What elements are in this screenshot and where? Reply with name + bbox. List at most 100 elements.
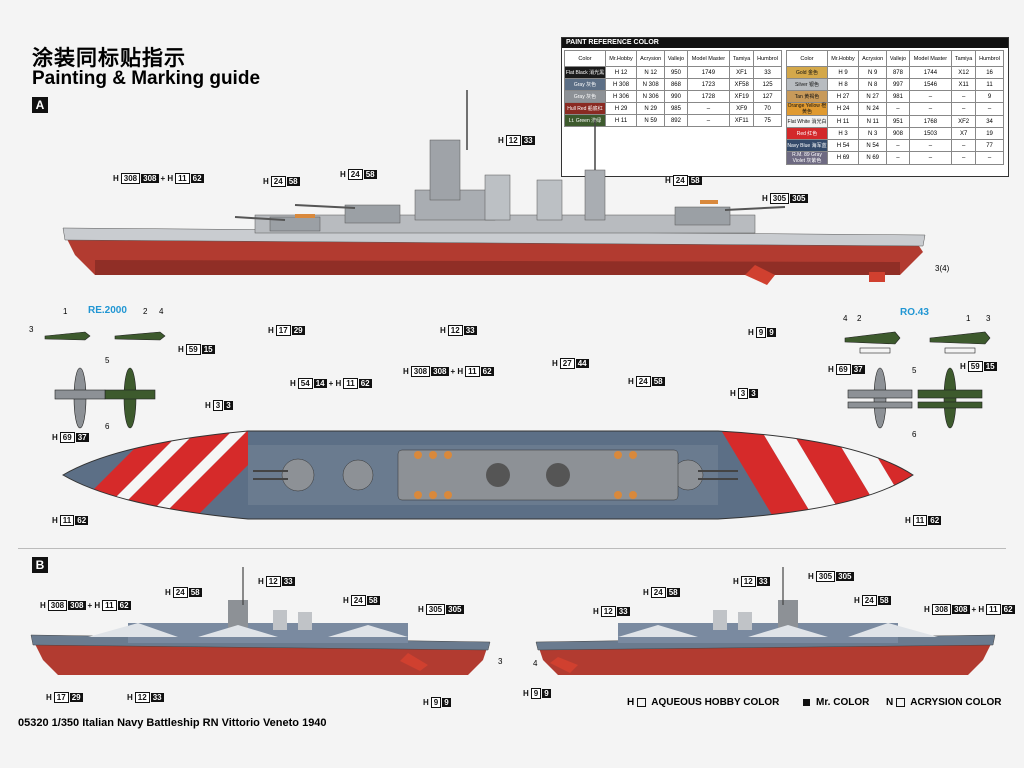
paint-code: 11 xyxy=(975,78,1004,91)
paint-code: 34 xyxy=(975,115,1004,128)
column-header: Tamiya xyxy=(951,50,977,67)
part-number: 2 xyxy=(143,307,148,316)
part-number: 5 xyxy=(912,366,917,375)
legend-mr: Mr. COLOR xyxy=(803,697,869,708)
paint-code: N 12 xyxy=(636,66,666,79)
paint-reference-heading: PAINT REFERENCE COLOR xyxy=(562,38,1008,48)
paint-code: – xyxy=(951,139,977,152)
part-number: 4 xyxy=(159,307,164,316)
paint-code: 19 xyxy=(975,127,1004,140)
paint-code: – xyxy=(975,102,1004,116)
legend-acrysion-label: ACRYSION COLOR xyxy=(910,697,1002,708)
column-header: Mr.Hobby xyxy=(604,50,638,67)
legend-hobby: H AQUEOUS HOBBY COLOR xyxy=(627,697,780,708)
column-header: Color xyxy=(786,50,828,67)
column-header: Tamiya xyxy=(729,50,755,67)
paint-code: X11 xyxy=(951,78,977,91)
paint-code: 75 xyxy=(753,114,782,127)
part-number: 3(4) xyxy=(935,264,950,273)
paint-code: H 12 xyxy=(604,66,638,79)
column-header: Model Master xyxy=(686,50,731,67)
paint-code: – xyxy=(975,151,1004,165)
paint-code: – xyxy=(951,90,977,103)
part-number: 4 xyxy=(533,659,538,668)
paint-code: X12 xyxy=(951,66,977,79)
column-header: Humbrol xyxy=(975,50,1004,67)
paint-code: N 9 xyxy=(858,66,888,79)
paint-code: 892 xyxy=(664,114,688,127)
part-number: 2 xyxy=(857,314,862,323)
hull-red xyxy=(65,235,923,275)
footer-caption: 05320 1/350 Italian Navy Battleship RN V… xyxy=(18,717,327,729)
legend-acrysion: N ACRYSION COLOR xyxy=(886,697,1002,708)
paint-code: 16 xyxy=(975,66,1004,79)
legend-mr-label: Mr. COLOR xyxy=(816,697,870,708)
paint-code: – xyxy=(951,102,977,116)
paint-code: 1749 xyxy=(686,66,731,79)
column-header: Acrysion xyxy=(858,50,888,67)
column-header: Model Master xyxy=(908,50,953,67)
paint-code: XF2 xyxy=(951,115,977,128)
column-header: Color xyxy=(564,50,606,67)
column-header: Humbrol xyxy=(753,50,782,67)
paint-code: 77 xyxy=(975,139,1004,152)
ship-top-view xyxy=(62,430,914,520)
paint-code: N 69 xyxy=(858,151,888,165)
part-number: 1 xyxy=(966,314,971,323)
part-number: 3 xyxy=(498,657,503,666)
paint-code: – xyxy=(886,151,910,165)
paint-code: 950 xyxy=(664,66,688,79)
paint-code: XF1 xyxy=(729,66,755,79)
column-header: Vallejo xyxy=(664,50,688,67)
plane-re2000-views xyxy=(44,331,166,429)
part-number: 6 xyxy=(912,430,917,439)
section-b-badge: B xyxy=(32,557,48,573)
color-swatch: Silver 银色 xyxy=(786,78,828,91)
part-number: 6 xyxy=(105,422,110,431)
part-number: 5 xyxy=(105,356,110,365)
column-header: Mr.Hobby xyxy=(826,50,860,67)
color-swatch: Flat Black 消光黑 xyxy=(564,66,606,79)
column-header: Acrysion xyxy=(636,50,666,67)
plane-label-ro43: RO.43 xyxy=(900,307,929,318)
color-swatch: Flat White 消光白 xyxy=(786,115,828,128)
paint-code: 33 xyxy=(753,66,782,79)
plane-label-re2000: RE.2000 xyxy=(88,305,127,316)
paint-code: H 69 xyxy=(826,151,860,165)
part-number: 3 xyxy=(29,325,34,334)
color-swatch: Red 红色 xyxy=(786,127,828,140)
paint-code: H 9 xyxy=(826,66,860,79)
